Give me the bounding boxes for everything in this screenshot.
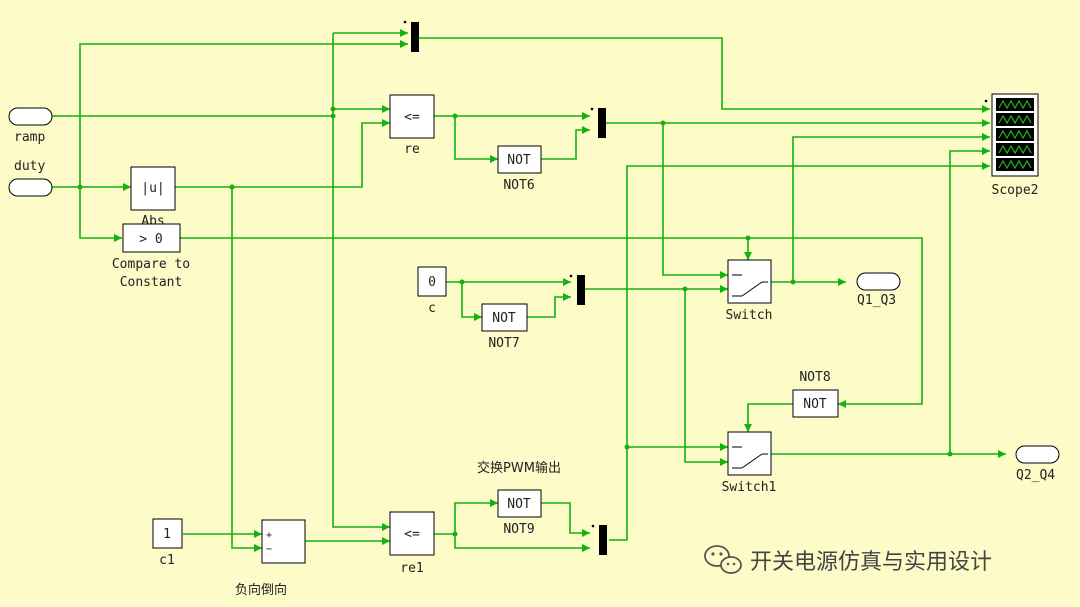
constant-c-block[interactable]: 0 c xyxy=(417,266,447,316)
compare-to-constant-block[interactable]: > 0 Compare to Constant xyxy=(112,223,190,290)
branch-points xyxy=(77,106,953,537)
scope-wave xyxy=(998,129,1032,140)
scope2-block-label: Scope2 xyxy=(992,183,1039,198)
scope-wave xyxy=(998,159,1032,170)
not6-block-text: NOT xyxy=(507,153,531,168)
mux-re[interactable] xyxy=(590,107,606,138)
not9-block[interactable]: NOT NOT9 xyxy=(497,489,542,537)
abs-block[interactable]: |u| Abs xyxy=(130,166,176,229)
not6-block-label: NOT6 xyxy=(503,178,534,193)
inport-ramp-label: ramp xyxy=(14,130,45,145)
sum-minus-sign: − xyxy=(266,544,272,555)
not8-block-label: NOT8 xyxy=(799,370,830,385)
scope-screen xyxy=(996,158,1034,171)
not8-block-text: NOT xyxy=(803,397,827,412)
scope-icon xyxy=(996,98,1034,171)
constant-c1-label: c1 xyxy=(159,553,175,568)
relational-re-block[interactable]: <= re xyxy=(389,94,435,157)
constant-c-value: 0 xyxy=(428,275,436,290)
scope-screen xyxy=(996,113,1034,126)
re-block-text: <= xyxy=(404,110,420,125)
inport-duty[interactable]: duty xyxy=(8,159,53,197)
outport-q2-q4[interactable]: Q2_Q4 xyxy=(1015,445,1060,483)
watermark-text: 开关电源仿真与实用设计 xyxy=(750,550,992,575)
constant-c1-block[interactable]: 1 c1 xyxy=(152,518,183,568)
not9-block-text: NOT xyxy=(507,497,531,512)
sum-block-label: 负向倒向 xyxy=(235,582,287,598)
not9-block-label: NOT9 xyxy=(503,522,534,537)
scope-screen xyxy=(996,128,1034,141)
switch-icon xyxy=(732,274,768,297)
outport-q2-q4-label: Q2_Q4 xyxy=(1016,468,1055,483)
sum-block[interactable]: + − 负向倒向 xyxy=(235,519,306,598)
abs-block-text: |u| xyxy=(141,181,164,196)
compare-block-text: > 0 xyxy=(139,232,162,247)
scope2-block[interactable]: Scope2 xyxy=(984,93,1039,198)
signal-wires xyxy=(52,32,1006,549)
scope-screen xyxy=(996,143,1034,156)
constant-c-label: c xyxy=(428,301,436,316)
switch-icon xyxy=(732,446,768,469)
scope-wave xyxy=(998,99,1032,110)
constant-c1-value: 1 xyxy=(163,527,171,542)
relational-re1-block[interactable]: <= re1 xyxy=(389,511,435,576)
mux-const[interactable] xyxy=(569,274,585,305)
not7-block-text: NOT xyxy=(492,311,516,326)
re1-block-text: <= xyxy=(404,527,420,542)
not8-block[interactable]: NOT NOT8 xyxy=(792,370,839,418)
re-block-label: re xyxy=(404,142,420,157)
switch-block-label: Switch xyxy=(726,308,773,323)
wire-arrowheads xyxy=(114,29,1006,552)
compare-block-label-2: Constant xyxy=(120,275,183,290)
scope-wave xyxy=(998,144,1032,155)
mux-top[interactable] xyxy=(403,20,419,52)
outport-q1-q3[interactable]: Q1_Q3 xyxy=(856,272,901,308)
exchange-pwm-annotation: 交换PWM输出 xyxy=(477,460,561,476)
sum-plus-sign: + xyxy=(266,530,272,541)
scope-screen xyxy=(996,98,1034,111)
inport-duty-label: duty xyxy=(14,159,45,174)
scope-wave xyxy=(998,114,1032,125)
watermark: 开关电源仿真与实用设计 xyxy=(704,545,992,575)
switch1-block-label: Switch1 xyxy=(722,480,777,495)
re1-block-label: re1 xyxy=(400,561,423,576)
switch1-block[interactable]: Switch1 xyxy=(722,431,777,495)
outport-q1-q3-label: Q1_Q3 xyxy=(857,293,896,308)
mux-re1[interactable] xyxy=(591,524,607,555)
compare-block-label-1: Compare to xyxy=(112,257,190,272)
not7-block[interactable]: NOT NOT7 xyxy=(481,303,528,351)
inport-ramp[interactable]: ramp xyxy=(8,107,53,145)
not7-block-label: NOT7 xyxy=(488,336,519,351)
wechat-icon xyxy=(704,545,742,574)
switch-block[interactable]: Switch xyxy=(726,259,773,323)
not6-block[interactable]: NOT NOT6 xyxy=(497,145,542,193)
